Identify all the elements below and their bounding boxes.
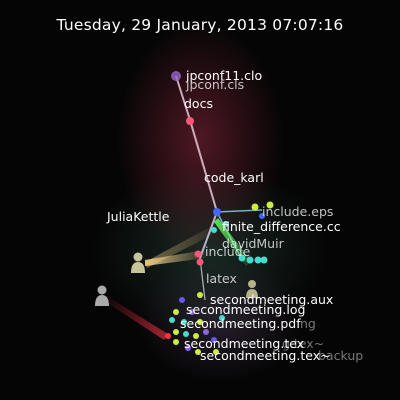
node-sm-1[interactable] bbox=[179, 297, 185, 303]
node-sm-6[interactable] bbox=[197, 319, 203, 325]
user-icon bbox=[97, 285, 107, 295]
node-david-1[interactable] bbox=[238, 254, 246, 262]
edge-docs-codekarl bbox=[189, 119, 218, 213]
timestamp: Tuesday, 29 January, 2013 07:07:16 bbox=[56, 16, 344, 34]
node-finite-2[interactable] bbox=[211, 227, 217, 233]
node-david-3[interactable] bbox=[254, 256, 262, 264]
node-eps-2[interactable] bbox=[266, 201, 274, 209]
label-secondmeeting-pdf: secondmeeting.pdf bbox=[180, 316, 301, 331]
node-sm-11[interactable] bbox=[173, 339, 179, 345]
node-sm-14[interactable] bbox=[211, 337, 217, 343]
label-finite-difference: finite_difference.cc bbox=[222, 219, 341, 234]
node-docs[interactable] bbox=[186, 117, 194, 125]
user-icon-body bbox=[95, 295, 109, 306]
label-include-eps: include.eps bbox=[262, 204, 333, 219]
label-secondmeeting-tex: secondmeeting.tex bbox=[184, 336, 304, 351]
idle-user-action-beam bbox=[106, 298, 168, 340]
avatar-idle-user[interactable] bbox=[95, 285, 109, 307]
user-icon-body bbox=[131, 262, 145, 273]
node-sm-4[interactable] bbox=[181, 319, 187, 325]
node-sm-red[interactable] bbox=[165, 333, 171, 339]
node-sm-7[interactable] bbox=[173, 329, 179, 335]
node-include-2[interactable] bbox=[196, 258, 204, 266]
label-julia: JuliaKettle bbox=[106, 209, 170, 224]
label-secondmeeting-log: secondmeeting.log bbox=[186, 302, 305, 317]
node-sm-8[interactable] bbox=[183, 331, 189, 337]
label-code-karl: code_karl bbox=[204, 170, 264, 185]
node-sm-5[interactable] bbox=[189, 309, 195, 315]
node-codekarl[interactable] bbox=[213, 208, 221, 216]
node-sm-2[interactable] bbox=[173, 309, 179, 315]
node-jpconf[interactable] bbox=[171, 71, 181, 81]
node-sm-15[interactable] bbox=[213, 349, 219, 355]
node-labels: jpconf11.clo jpconf.cls docs code_karl i… bbox=[106, 68, 363, 363]
label-ghost-long: ng bbox=[300, 316, 316, 331]
node-latex-1[interactable] bbox=[197, 292, 203, 298]
file-nodes bbox=[165, 71, 274, 355]
node-sm-12[interactable] bbox=[185, 345, 191, 351]
label-jpconf-cls: jpconf.cls bbox=[185, 77, 244, 92]
label-secondmeeting-tex-tilde: secondmeeting.tex~ bbox=[200, 348, 331, 363]
avatar-latex-user[interactable] bbox=[246, 280, 258, 298]
label-davidmuir: davidMuir bbox=[222, 236, 285, 251]
label-latex: latex bbox=[206, 271, 237, 286]
label-ghost-backup: backup bbox=[318, 348, 363, 363]
node-sm-3[interactable] bbox=[169, 317, 175, 323]
julia-action-beam-2 bbox=[145, 225, 218, 268]
davidmuir-action-beam bbox=[214, 218, 252, 266]
label-docs: docs bbox=[184, 96, 213, 111]
label-jpconf-clo: jpconf11.clo bbox=[185, 68, 262, 83]
avatar-julia[interactable] bbox=[131, 252, 145, 274]
node-include-1[interactable] bbox=[194, 250, 202, 258]
node-sm-13[interactable] bbox=[195, 349, 201, 355]
node-eps-1[interactable] bbox=[251, 203, 259, 211]
label-include: include bbox=[205, 244, 251, 259]
node-david-2[interactable] bbox=[246, 256, 254, 264]
label-ghost-tex: g.tex~ bbox=[282, 336, 324, 351]
user-icon bbox=[248, 280, 256, 288]
node-sm-16[interactable] bbox=[219, 315, 225, 321]
label-secondmeeting-aux: secondmeeting.aux bbox=[210, 292, 333, 307]
julia-action-beam bbox=[145, 250, 206, 266]
node-finite-1[interactable] bbox=[223, 221, 229, 227]
node-eps-3[interactable] bbox=[259, 213, 265, 219]
node-sm-10[interactable] bbox=[203, 329, 209, 335]
user-icon-body bbox=[246, 289, 258, 298]
user-icon bbox=[133, 252, 143, 262]
node-sm-9[interactable] bbox=[193, 333, 199, 339]
node-david-4[interactable] bbox=[260, 256, 268, 264]
edge-root-docs bbox=[175, 75, 191, 121]
